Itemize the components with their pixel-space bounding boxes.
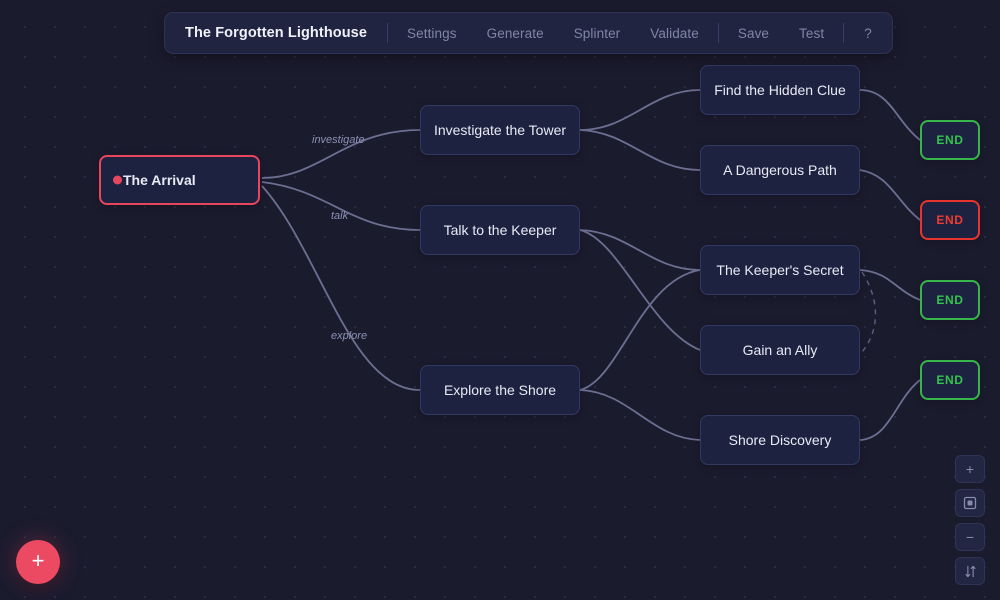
plus-icon: + (965, 461, 975, 477)
edge-secret-ally-dashed[interactable] (861, 271, 877, 353)
project-title[interactable]: The Forgotten Lighthouse (185, 25, 368, 41)
zoom-in-button[interactable]: + (955, 455, 985, 483)
sort-arrows-icon (964, 565, 976, 577)
node-end-2[interactable]: END (920, 200, 980, 240)
edge-discovery-end4[interactable] (859, 379, 921, 441)
edge-investigate-danger[interactable] (579, 129, 701, 171)
node-the-arrival[interactable]: The Arrival (99, 155, 260, 205)
edge-clue-end1[interactable] (859, 89, 921, 141)
node-end-4[interactable]: END (920, 360, 980, 400)
node-shore-discovery[interactable]: Shore Discovery (700, 415, 860, 465)
node-label: Investigate the Tower (433, 122, 567, 138)
node-explore-shore[interactable]: Explore the Shore (420, 365, 580, 415)
node-label: Explore the Shore (443, 382, 557, 398)
add-node-fab[interactable]: + (16, 540, 60, 584)
edge-talk-ally[interactable] (579, 229, 701, 351)
node-investigate-tower[interactable]: Investigate the Tower (420, 105, 580, 155)
node-keepers-secret[interactable]: The Keeper's Secret (700, 245, 860, 295)
start-node-dot (113, 175, 122, 185)
zoom-out-button[interactable]: − (955, 523, 985, 551)
toolbar-separator (717, 23, 719, 43)
edge-label-explore: explore (331, 330, 368, 342)
node-label: Gain an Ally (742, 342, 818, 358)
minus-icon: − (965, 529, 975, 545)
viewport-controls: + − (955, 455, 985, 585)
node-label: The Arrival (123, 172, 196, 188)
edge-arrival-talk[interactable] (261, 181, 421, 231)
node-dangerous-path[interactable]: A Dangerous Path (700, 145, 860, 195)
node-end-3[interactable]: END (920, 280, 980, 320)
node-label: END (936, 133, 964, 147)
node-label: A Dangerous Path (723, 162, 837, 178)
node-label: Shore Discovery (728, 432, 832, 448)
toolbar-separator (387, 23, 389, 43)
edge-label-talk: talk (331, 210, 349, 222)
edge-explore-discovery[interactable] (579, 389, 701, 441)
toolbar: The Forgotten Lighthouse Settings Genera… (164, 12, 893, 54)
fit-view-icon (963, 496, 977, 510)
edge-explore-secret[interactable] (579, 269, 701, 391)
plus-icon: + (31, 548, 45, 573)
edge-secret-end3[interactable] (859, 269, 921, 301)
sort-toggle-button[interactable] (955, 557, 985, 585)
node-talk-keeper[interactable]: Talk to the Keeper (420, 205, 580, 255)
toolbar-item-test[interactable]: Test (799, 25, 825, 41)
node-label: Find the Hidden Clue (714, 82, 846, 98)
edge-danger-end2[interactable] (859, 169, 921, 221)
toolbar-item-generate[interactable]: Generate (486, 25, 544, 41)
node-find-hidden-clue[interactable]: Find the Hidden Clue (700, 65, 860, 115)
node-label: END (936, 373, 964, 387)
node-label: END (936, 293, 964, 307)
node-label: The Keeper's Secret (716, 262, 844, 278)
toolbar-item-help[interactable]: ? (864, 25, 872, 41)
toolbar-item-validate[interactable]: Validate (650, 25, 699, 41)
edge-investigate-clue[interactable] (579, 89, 701, 131)
node-gain-an-ally[interactable]: Gain an Ally (700, 325, 860, 375)
edge-talk-secret[interactable] (579, 229, 701, 271)
fit-view-button[interactable] (955, 489, 985, 517)
toolbar-item-save[interactable]: Save (737, 25, 770, 41)
node-label: Talk to the Keeper (443, 222, 557, 238)
edge-label-investigate: investigate (312, 134, 365, 146)
node-label: END (936, 213, 964, 227)
node-end-1[interactable]: END (920, 120, 980, 160)
toolbar-item-settings[interactable]: Settings (407, 25, 457, 41)
toolbar-separator (843, 23, 845, 43)
toolbar-item-splinter[interactable]: Splinter (573, 25, 621, 41)
